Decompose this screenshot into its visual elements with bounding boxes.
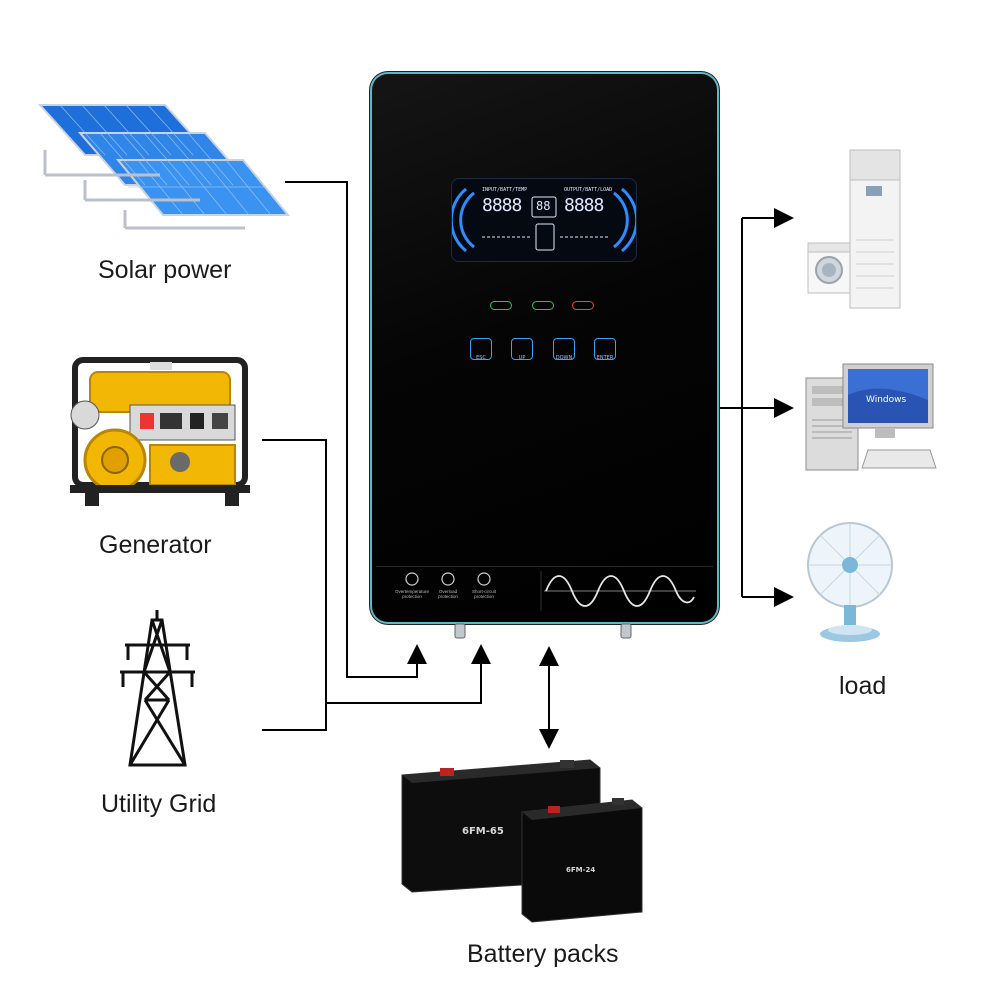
status-led-green-2 — [532, 301, 554, 310]
lcd-right-digits: 8888 — [564, 195, 604, 216]
short-circuit-protection-label: Short-circuit protection — [471, 589, 496, 599]
battery-packs-label: Battery packs — [467, 940, 619, 968]
esc-button-label: ESC — [476, 355, 486, 361]
overtemperature-protection-label: Overtemperature protection — [394, 589, 429, 599]
monitor-brand-text: Windows — [866, 395, 907, 405]
solar-power-label: Solar power — [98, 256, 232, 284]
esc-button[interactable] — [470, 338, 492, 360]
overload-protection-label: Overload protection — [438, 589, 458, 599]
solar-connection — [285, 181, 427, 678]
enter-button[interactable] — [594, 338, 616, 360]
status-led-green-1 — [490, 301, 512, 310]
sine-wave-icon — [405, 571, 696, 611]
up-button-label: UP — [518, 355, 526, 361]
utility-grid-label: Utility Grid — [101, 790, 217, 818]
down-button[interactable] — [553, 338, 575, 360]
protection-panel: Overtemperature protection Overload prot… — [376, 566, 713, 617]
battery-large-model: 6FM-65 — [462, 826, 504, 837]
up-button[interactable] — [511, 338, 533, 360]
grid-connection — [262, 703, 327, 731]
lcd-input-header: INPUT/BATT/TEMP — [482, 187, 528, 193]
lcd-mid-digits: 88 — [536, 199, 551, 213]
lcd-output-header: OUTPUT/BATT/LOAD — [564, 187, 613, 193]
lcd-graphics — [452, 187, 636, 253]
load-label: load — [839, 672, 887, 700]
down-button-label: DOWN — [555, 355, 573, 361]
battery-small-model: 6FM-24 — [566, 866, 596, 874]
enter-button-label: ENTER — [596, 355, 614, 361]
lcd-display: INPUT/BATT/TEMP OUTPUT/BATT/LOAD 8888 88… — [451, 178, 637, 262]
status-led-red — [572, 301, 594, 310]
inverter-unit: INPUT/BATT/TEMP OUTPUT/BATT/LOAD 8888 88… — [372, 74, 717, 622]
generator-label: Generator — [99, 531, 212, 559]
lcd-left-digits: 8888 — [482, 195, 522, 216]
